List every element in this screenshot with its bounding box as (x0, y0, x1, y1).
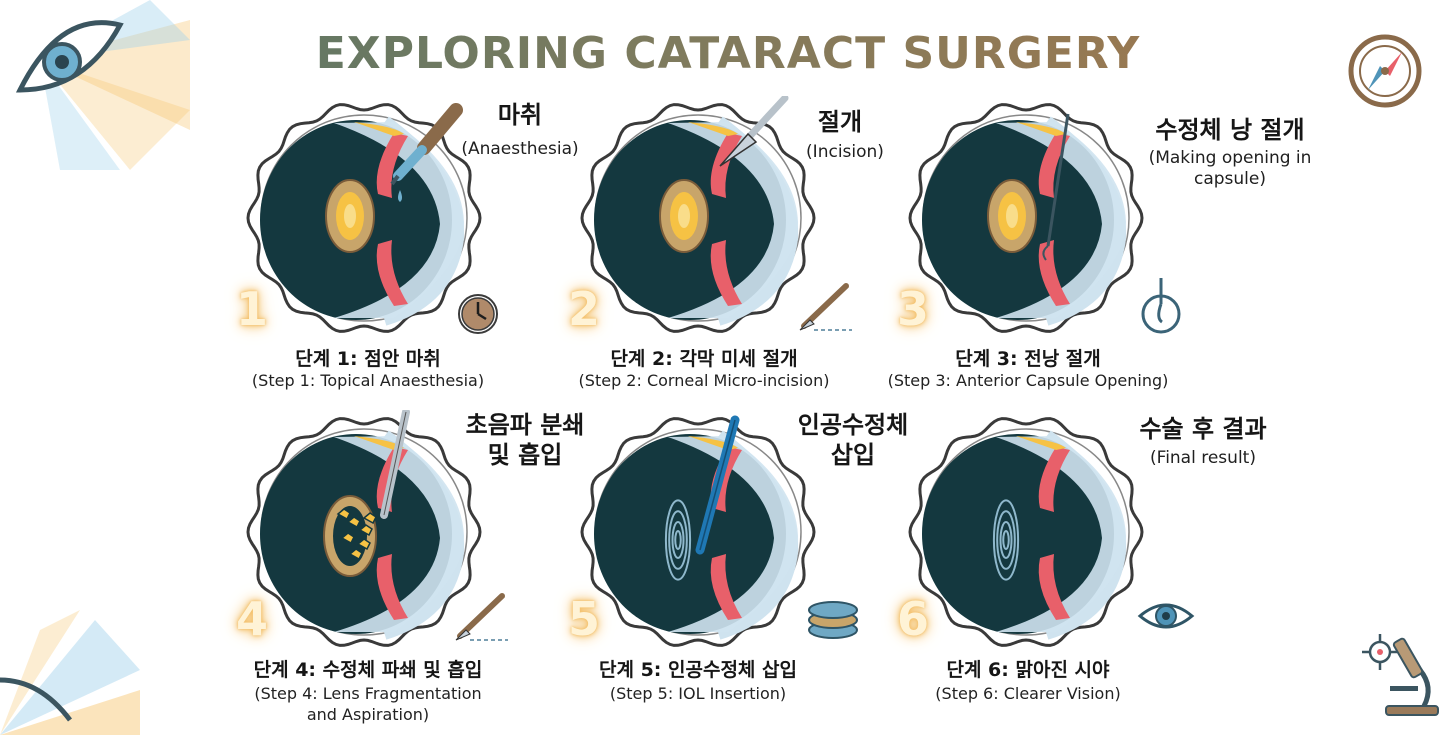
step-4-label-ko: 초음파 분쇄 및 흡입 (465, 411, 585, 469)
step-2-label-en: (Incision) (806, 142, 884, 162)
step-5-label-ko: 인공수정체 삽입 (797, 411, 909, 469)
intraocular-lens (664, 499, 692, 581)
step-4-caption-ko: 단계 4: 수정체 파쇄 및 흡입 (253, 659, 483, 681)
step-4-caption-en: (Step 4: Lens Fragmentation and Aspirati… (254, 684, 482, 724)
step-6-label-ko: 수술 후 결과 (1139, 415, 1267, 443)
step-1-caption-ko: 단계 1: 점안 마취 (295, 348, 441, 370)
lens-stack-icon (808, 601, 858, 639)
step-2-caption-ko: 단계 2: 각막 미세 절개 (610, 348, 798, 370)
step-5-caption-en: (Step 5: IOL Insertion) (609, 684, 787, 703)
step-3-caption-en: (Step 3: Anterior Capsule Opening) (887, 371, 1169, 390)
step-1-label-ko: 마취 (497, 101, 543, 129)
step-5-caption-ko: 단계 5: 인공수정체 삽입 (599, 659, 797, 681)
light-rays-decor (0, 610, 140, 735)
needle-icon (1042, 113, 1070, 261)
step-3-label-ko: 수정체 낭 절개 (1155, 116, 1305, 144)
step-6-caption-en: (Step 6: Clearer Vision) (935, 684, 1121, 703)
eye-diagram-step-2 (580, 96, 816, 333)
step-3-label-en: (Making opening in capsule) (1148, 148, 1312, 189)
eye-diagram-step-6 (908, 417, 1144, 647)
step-6-number: 6 (897, 592, 930, 646)
eye-icon (1137, 603, 1195, 629)
step-6-label-en: (Final result) (1150, 448, 1256, 468)
eye-diagram-step-3 (908, 103, 1144, 333)
step-1-label-en: (Anaesthesia) (461, 139, 579, 159)
eye-diagram-step-1 (246, 103, 482, 333)
eye-dropper-icon (390, 103, 463, 202)
loop-instrument-icon (1141, 278, 1181, 334)
step-2-caption-en: (Step 2: Corneal Micro-incision) (578, 371, 830, 390)
scalpel-icon (455, 593, 508, 641)
eye-light-icon (15, 0, 190, 170)
eye-diagram-step-4 (246, 410, 482, 647)
step-1-number: 1 (236, 282, 269, 336)
step-6-caption-ko: 단계 6: 맑아진 시야 (946, 659, 1110, 681)
eye-diagram-step-5 (580, 415, 816, 647)
step-3-caption-ko: 단계 3: 전낭 절개 (955, 348, 1101, 370)
step-2-label-ko: 절개 (817, 108, 863, 136)
intraocular-lens (992, 499, 1020, 581)
step-3-number: 3 (897, 282, 930, 336)
injector-icon (695, 415, 740, 555)
compass-icon (1348, 34, 1422, 108)
step-2-number: 2 (568, 282, 601, 336)
step-4-number: 4 (236, 592, 269, 646)
phaco-probe-icon (380, 410, 410, 519)
step-1-caption-en: (Step 1: Topical Anaesthesia) (251, 371, 485, 390)
lens-fragments (336, 508, 377, 561)
microscope-icon (1385, 637, 1439, 716)
page-title: EXPLORING CATARACT SURGERY (0, 28, 1456, 79)
scalpel-icon (719, 96, 789, 167)
clock-icon (458, 294, 498, 334)
scalpel-icon (799, 283, 852, 331)
step-5-number: 5 (568, 592, 601, 646)
